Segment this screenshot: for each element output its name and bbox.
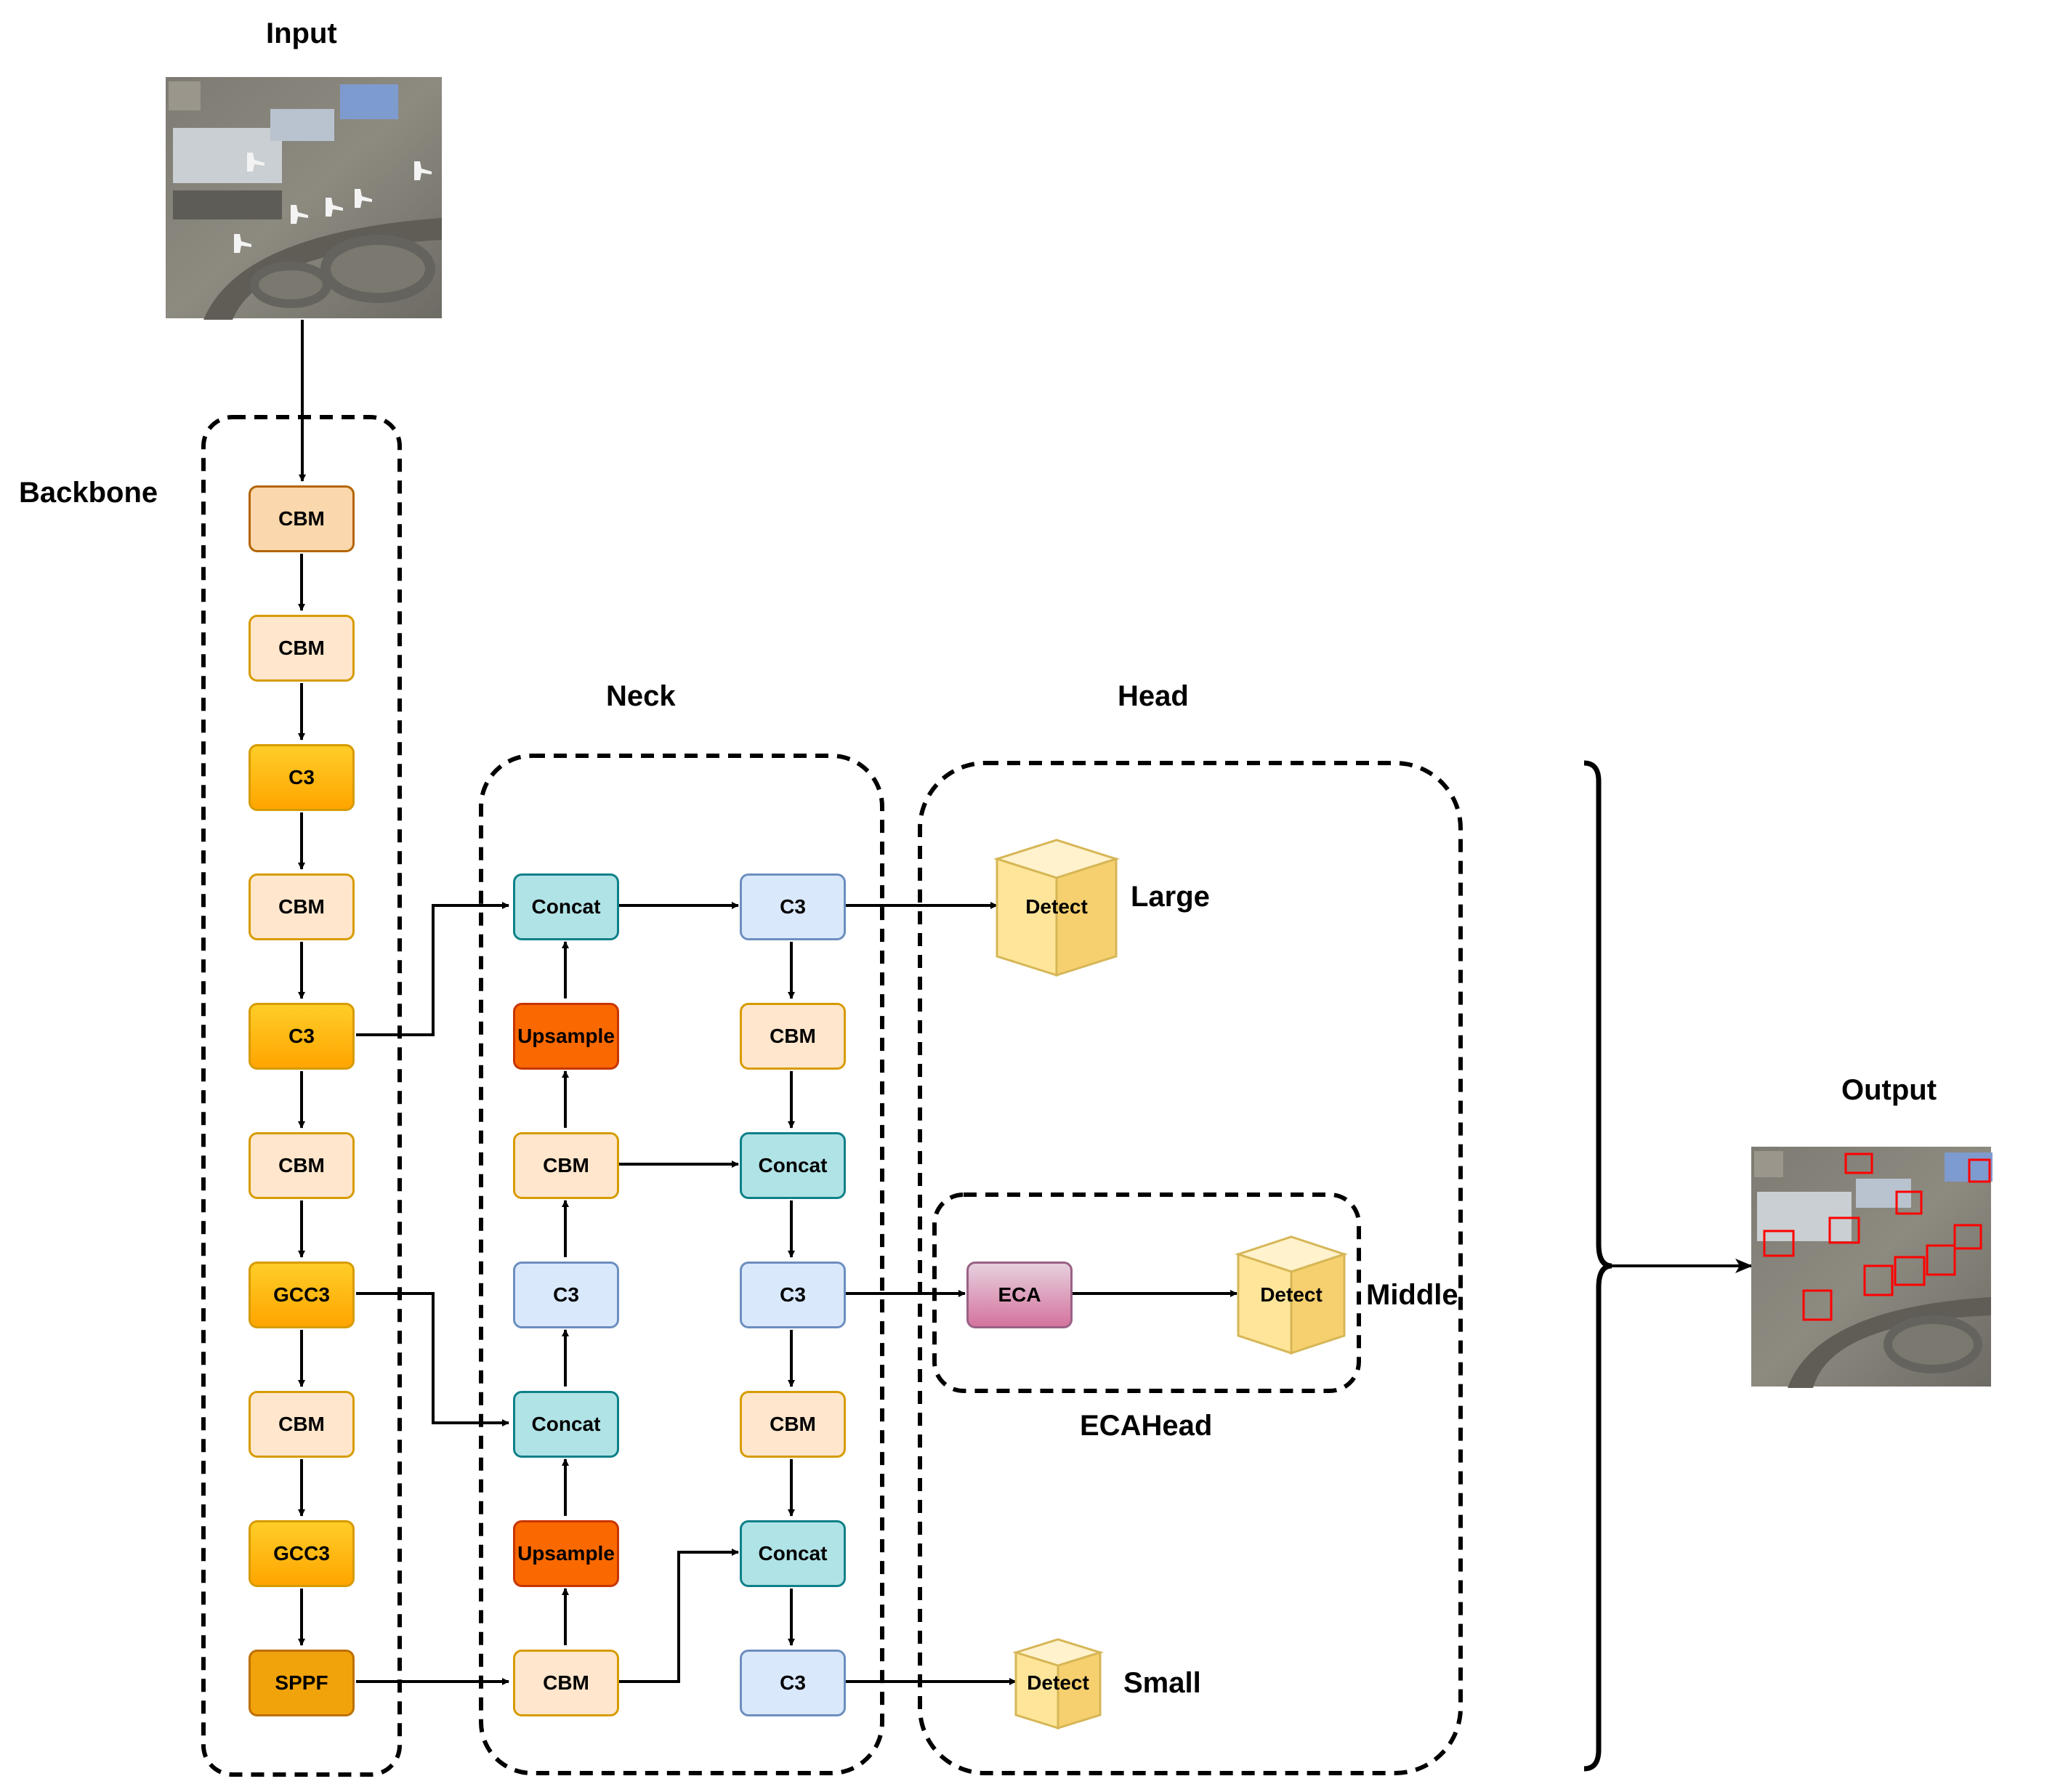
neck-cbm-4: CBM [740, 1391, 846, 1458]
neck-c3-1: C3 [513, 1262, 619, 1328]
neck-concat-2: Concat [513, 1391, 619, 1458]
backbone-gcc3-2: GCC3 [249, 1520, 355, 1587]
backbone-gcc3-1: GCC3 [249, 1262, 355, 1328]
eca-block: ECA [966, 1262, 1073, 1328]
neck-cbm-3: CBM [740, 1003, 846, 1070]
head-container [918, 761, 1463, 1775]
backbone-cbm-4: CBM [249, 1132, 355, 1199]
output-label: Output [1841, 1074, 1937, 1106]
output-image [1751, 1147, 1993, 1388]
backbone-cbm-2: CBM [249, 615, 355, 682]
detect-cube-small [1012, 1638, 1105, 1730]
backbone-c3-2: C3 [249, 1003, 355, 1070]
backbone-c3-1: C3 [249, 744, 355, 811]
backbone-cbm-3: CBM [249, 873, 355, 940]
neck-cbm-1: CBM [513, 1132, 619, 1199]
neck-label: Neck [606, 680, 676, 712]
scale-middle-label: Middle [1366, 1279, 1458, 1311]
neck-upsample-2: Upsample [513, 1520, 619, 1587]
neck-c3-middle: C3 [740, 1262, 846, 1328]
neck-container [479, 754, 884, 1775]
neck-concat-3: Concat [740, 1132, 846, 1199]
backbone-cbm-5: CBM [249, 1391, 355, 1458]
input-image [166, 77, 442, 320]
output-bracket [1583, 760, 1612, 1772]
head-label: Head [1118, 680, 1189, 712]
neck-upsample-1: Upsample [513, 1003, 619, 1070]
neck-concat-4: Concat [740, 1520, 846, 1587]
neck-cbm-2: CBM [513, 1650, 619, 1716]
backbone-cbm-1: CBM [249, 485, 355, 552]
input-label: Input [266, 17, 337, 49]
neck-c3-small: C3 [740, 1650, 846, 1716]
backbone-sppf: SPPF [249, 1650, 355, 1716]
neck-concat-1: Concat [513, 873, 619, 940]
detect-small-label: Detect [1027, 1671, 1089, 1694]
scale-large-label: Large [1131, 881, 1210, 913]
eca-head-label: ECAHead [1080, 1410, 1213, 1442]
scale-small-label: Small [1123, 1667, 1201, 1699]
detect-large-label: Detect [1025, 895, 1088, 918]
detect-cube-middle [1235, 1235, 1348, 1355]
neck-c3-large: C3 [740, 873, 846, 940]
backbone-label: Backbone [19, 477, 158, 509]
detect-middle-label: Detect [1260, 1283, 1323, 1306]
detect-cube-large [993, 839, 1120, 977]
